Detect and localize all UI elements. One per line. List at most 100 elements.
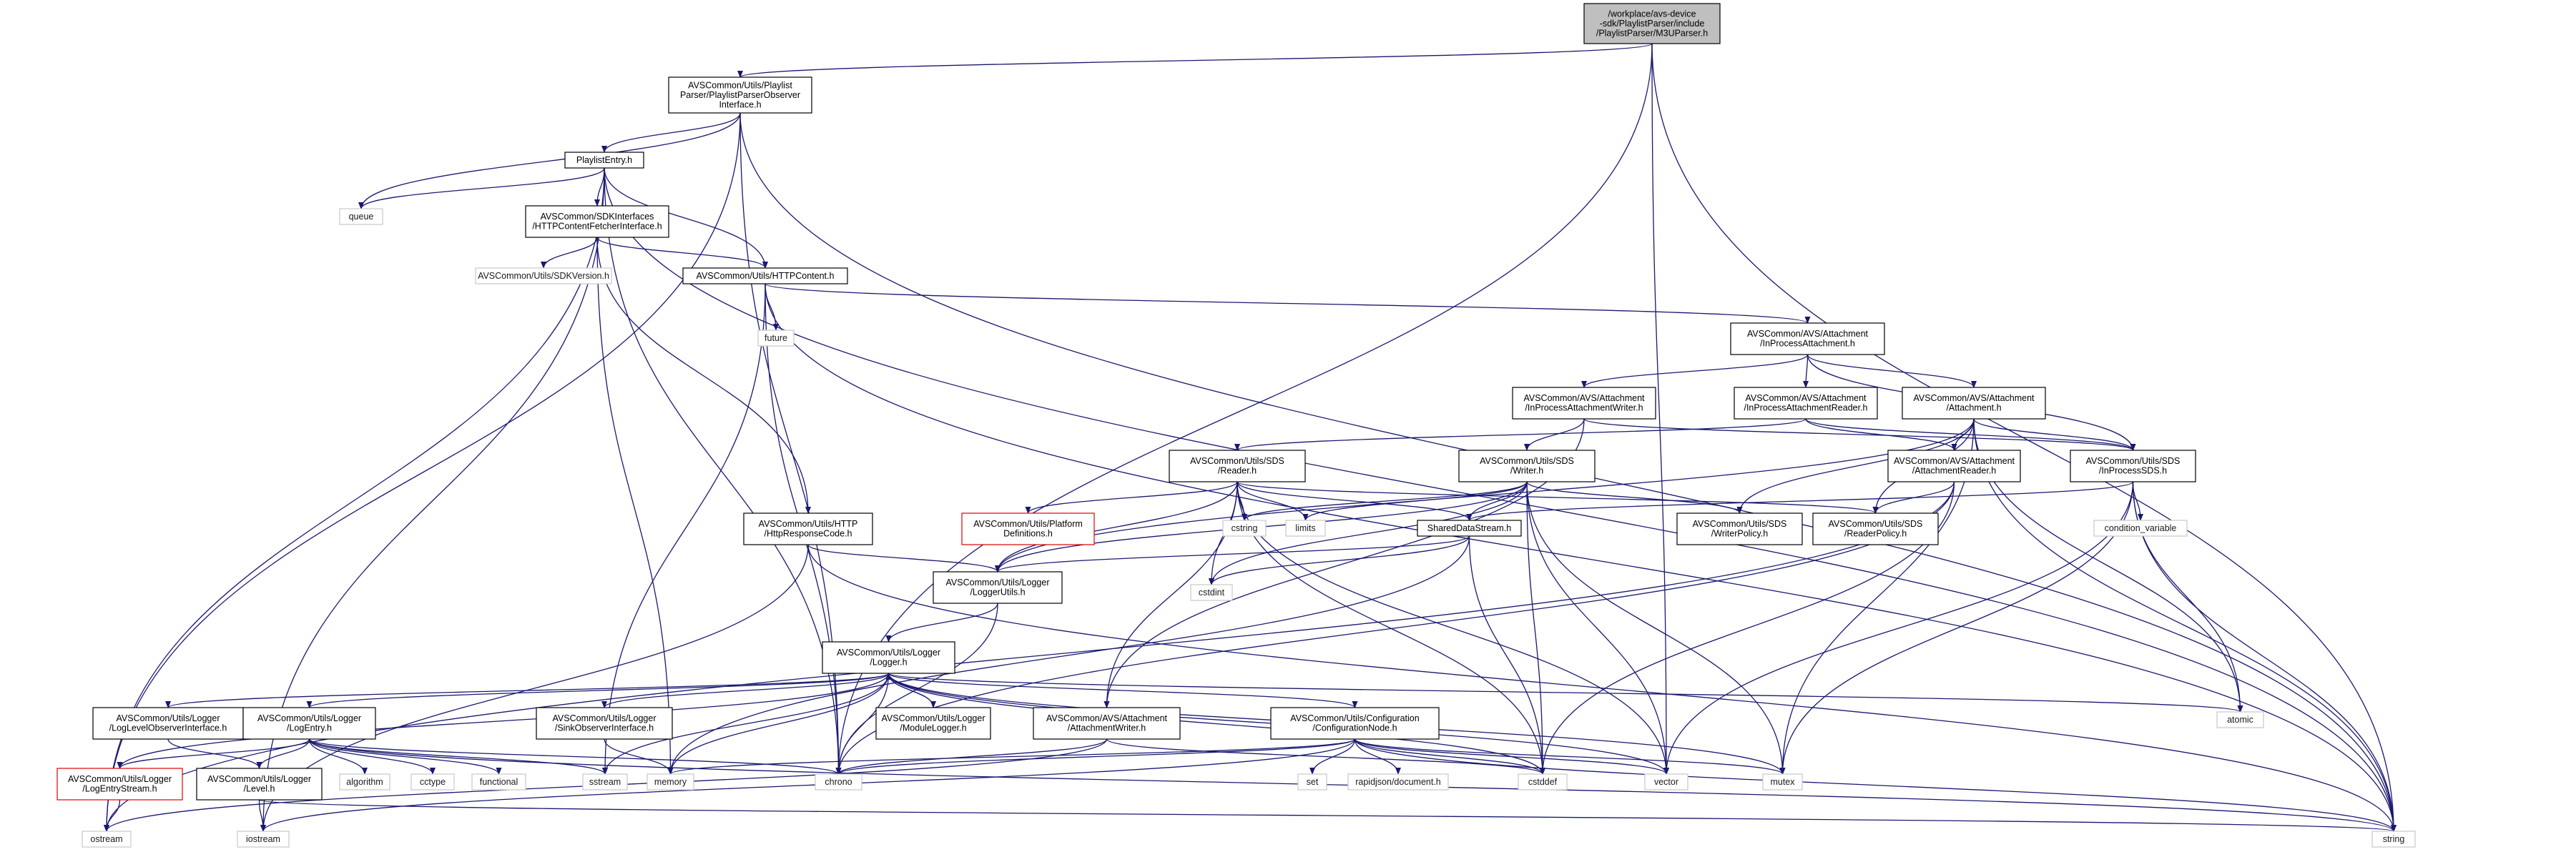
edge-logentry-to-algorithm [308, 738, 368, 775]
node-label: /ReaderPolicy.h [1844, 529, 1907, 539]
edge-sdsreader-to-platform [1025, 481, 1238, 514]
edge-observer-to-queue [358, 112, 741, 209]
node-attwriter[interactable]: AVSCommon/AVS/Attachment/AttachmentWrite… [1033, 707, 1181, 740]
edge-ipsds-to-shared [1466, 481, 2134, 521]
edge-logger-to-memory [667, 673, 890, 775]
node-box [1033, 707, 1181, 740]
node-ipattach[interactable]: AVSCommon/AVS/Attachment/InProcessAttach… [1730, 322, 1885, 355]
node-box [815, 773, 862, 791]
node-box [471, 773, 526, 791]
node-box [1285, 520, 1326, 537]
node-logger[interactable]: AVSCommon/Utils/Logger/Logger.h [822, 641, 955, 674]
edge-httpcontent-to-ipattach [765, 283, 1811, 324]
edge-logentrystream-to-ostream [104, 799, 121, 832]
node-box [647, 773, 694, 791]
node-label: AVSCommon/AVS/Attachment [1523, 393, 1645, 403]
node-fetcher[interactable]: AVSCommon/SDKInterfaces/HTTPContentFetch… [525, 205, 669, 238]
node-box [582, 773, 628, 791]
node-sinkobs[interactable]: AVSCommon/Utils/Logger/SinkObserverInter… [536, 707, 673, 740]
node-writerpolicy[interactable]: AVSCommon/Utils/SDS/WriterPolicy.h [1676, 512, 1803, 545]
node-box [2216, 711, 2264, 728]
edge-shared-to-cstddef [1468, 535, 1545, 775]
node-logentry[interactable]: AVSCommon/Utils/Logger/LogEntry.h [242, 707, 376, 740]
node-set: set [1297, 773, 1327, 791]
node-modulelogger[interactable]: AVSCommon/Utils/Logger/ModuleLogger.h [875, 707, 991, 740]
node-queue: queue [339, 208, 383, 225]
node-label: /ModuleLogger.h [900, 723, 966, 733]
node-vector: vector [1644, 773, 1688, 791]
node-label: /PlaylistParser/M3UParser.h [1596, 28, 1708, 38]
node-box [411, 773, 455, 791]
node-condvar: condition_variable [2093, 520, 2188, 537]
edge-sdswriter-to-cstddef [1526, 481, 1545, 775]
node-attachment[interactable]: AVSCommon/AVS/Attachment/Attachment.h [1902, 387, 2046, 420]
node-ostream: ostream [82, 831, 132, 848]
node-label: /WriterPolicy.h [1711, 529, 1768, 539]
node-label: /InProcessSDS.h [2099, 466, 2167, 476]
node-logentrystream[interactable]: AVSCommon/Utils/Logger/LogEntryStream.h [56, 768, 183, 801]
node-box [1270, 707, 1440, 740]
node-httpcontent[interactable]: AVSCommon/Utils/HTTPContent.h [682, 267, 848, 284]
edge-logger-to-sstream [602, 673, 890, 775]
edge-ipwriter-to-sdswriter [1524, 418, 1585, 451]
node-observer[interactable]: AVSCommon/Utils/PlaylistParser/PlaylistP… [668, 76, 812, 114]
node-label: cstddef [1528, 777, 1558, 787]
edge-fetcher-to-httpcode [596, 237, 811, 514]
node-label: AVSCommon/Utils/Logger [946, 578, 1050, 588]
node-box [564, 152, 644, 169]
node-sdsreader[interactable]: AVSCommon/Utils/SDS/Reader.h [1169, 450, 1306, 482]
node-label: /workplace/avs-device [1608, 9, 1696, 19]
edge-m3u-to-observer [737, 43, 1653, 78]
node-label: AVSCommon/Utils/Platform [973, 519, 1083, 529]
node-ipwriter[interactable]: AVSCommon/AVS/Attachment/InProcessAttach… [1512, 387, 1656, 420]
node-shared[interactable]: SharedDataStream.h [1417, 520, 1522, 537]
node-readerpolicy[interactable]: AVSCommon/Utils/SDS/ReaderPolicy.h [1812, 512, 1939, 545]
node-m3u[interactable]: /workplace/avs-device-sdk/PlaylistParser… [1583, 3, 1721, 44]
node-box [822, 641, 955, 674]
node-label: ostream [90, 834, 122, 844]
edge-attreader-to-ostream [104, 481, 1955, 832]
edge-sdswriter-to-mutex [1526, 481, 1786, 775]
edge-sdswriter-to-cstring [1242, 481, 1528, 521]
edge-shared-to-cstdint [1209, 535, 1470, 585]
node-ipreader[interactable]: AVSCommon/AVS/Attachment/InProcessAttach… [1734, 387, 1878, 420]
edge-sdswriter-to-writerpolicy [1526, 481, 1743, 514]
node-box [525, 205, 669, 238]
node-box [1887, 450, 2021, 482]
edge-entry-to-httpcontent [604, 167, 768, 269]
edge-observer-to-chrono [739, 112, 842, 775]
node-label: /SinkObserverInterface.h [555, 723, 654, 733]
node-box [1902, 387, 2046, 420]
node-label: -sdk/PlaylistParser/include [1600, 19, 1705, 29]
edge-logger-to-confignode [888, 673, 1358, 708]
edge-sdswriter-to-cstdint [1209, 481, 1528, 585]
node-label: AVSCommon/Utils/Logger [117, 713, 220, 723]
node-label: AVSCommon/AVS/Attachment [1745, 393, 1867, 403]
node-box [92, 707, 244, 740]
node-iostream: iostream [237, 831, 290, 848]
node-loggerutils[interactable]: AVSCommon/Utils/Logger/LoggerUtils.h [933, 571, 1063, 604]
edge-sinkobs-to-memory [604, 738, 674, 775]
edge-httpcode-to-string [807, 544, 2396, 832]
node-confignode[interactable]: AVSCommon/Utils/Configuration/Configurat… [1270, 707, 1440, 740]
node-box [1512, 387, 1656, 420]
node-box [1190, 584, 1233, 601]
node-level[interactable]: AVSCommon/Utils/Logger/Level.h [196, 768, 323, 801]
node-box [1812, 512, 1939, 545]
node-sdswriter[interactable]: AVSCommon/Utils/SDS/Writer.h [1458, 450, 1596, 482]
node-label: AVSCommon/Utils/HTTP [759, 519, 858, 529]
edge-logentry-to-chrono [308, 738, 842, 775]
node-box [757, 330, 795, 347]
node-box [196, 768, 323, 801]
node-entry[interactable]: PlaylistEntry.h [564, 152, 644, 169]
node-loglevelobs[interactable]: AVSCommon/Utils/Logger/LogLevelObserverI… [92, 707, 244, 740]
node-box [1734, 387, 1878, 420]
node-httpcode[interactable]: AVSCommon/Utils/HTTP/HttpResponseCode.h [743, 512, 873, 545]
edge-ipreader-to-sdsreader [1234, 418, 1806, 451]
node-ipsds[interactable]: AVSCommon/Utils/SDS/InProcessSDS.h [2070, 450, 2196, 482]
node-attreader[interactable]: AVSCommon/AVS/Attachment/AttachmentReade… [1887, 450, 2021, 482]
node-label: AVSCommon/Utils/Logger [553, 713, 657, 723]
node-label: condition_variable [2105, 523, 2177, 533]
node-box [1583, 3, 1721, 44]
